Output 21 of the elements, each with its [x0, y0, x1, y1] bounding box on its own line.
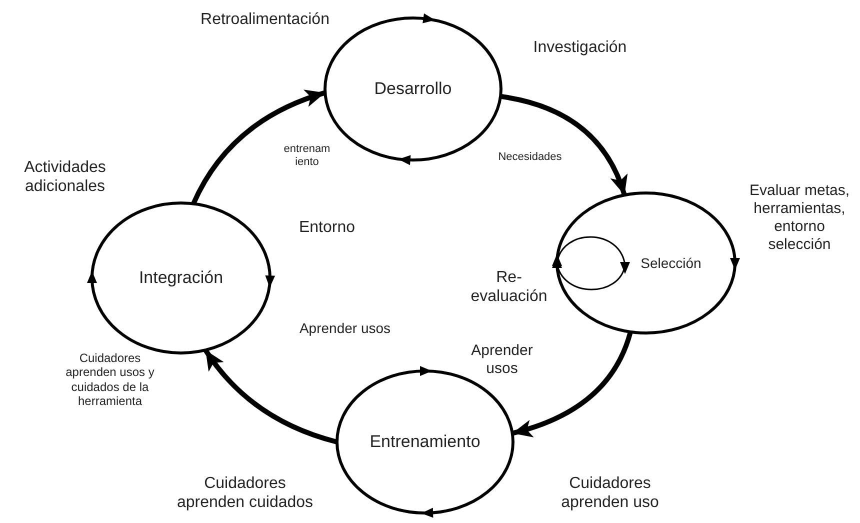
flow-arrow: [203, 348, 338, 444]
stage-label: Selección: [640, 255, 702, 271]
flow-arrow: [500, 94, 627, 196]
annotation-text: Aprender usos: [298, 320, 392, 337]
annotation-text: Re- evaluación: [470, 268, 548, 306]
stage-label: Desarrollo: [373, 79, 453, 99]
annotation-text: Necesidades: [497, 151, 563, 164]
annotation-text: Evaluar metas, herramientas, entorno selección: [748, 182, 851, 254]
annotation-text: Investigación: [532, 38, 628, 58]
flow-arrow: [191, 90, 326, 205]
annotation-text: Cuidadores aprenden cuidados: [176, 474, 314, 512]
annotation-text: Aprender usos: [470, 342, 534, 378]
stage-label: Integración: [138, 268, 224, 288]
annotation-text: Actividades adicionales: [23, 158, 107, 196]
stage-label: Entrenamiento: [368, 432, 482, 452]
annotation-text: Cuidadores aprenden usos y cuidados de la herramienta: [64, 351, 156, 409]
annotation-text: entrenam iento: [282, 143, 332, 170]
annotation-text: Retroalimentación: [200, 10, 330, 30]
annotation-text: Entorno: [298, 218, 356, 238]
flow-arrow: [512, 331, 633, 437]
annotation-text: Cuidadores aprenden uso: [560, 474, 660, 512]
